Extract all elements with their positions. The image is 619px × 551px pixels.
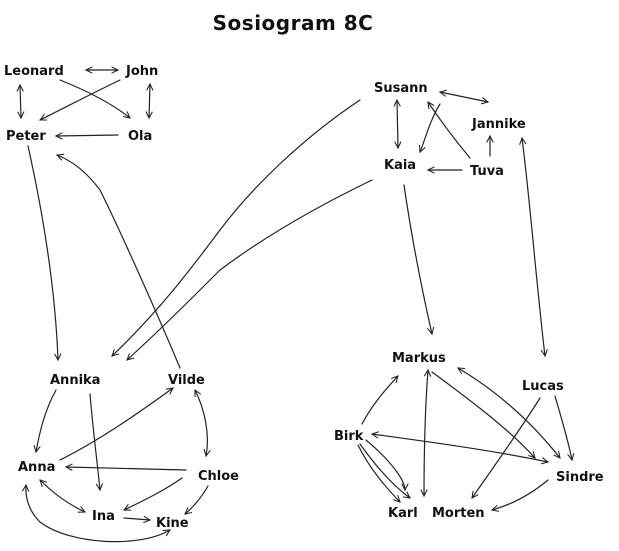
arrow-chloe-ina xyxy=(124,477,183,510)
arrow-susann-kaia-2 xyxy=(420,103,441,152)
node-anna: Anna xyxy=(18,460,55,475)
arrow-lucas-morten xyxy=(472,397,541,498)
arrow-markus-sindre-2 xyxy=(431,371,535,458)
arrow-annika-ina xyxy=(89,393,100,490)
arrow-kaia-annika-2 xyxy=(127,179,373,360)
node-leonard: Leonard xyxy=(4,64,64,79)
node-ola: Ola xyxy=(128,129,152,144)
node-karl: Karl xyxy=(388,506,418,521)
arrow-vilde-chloe xyxy=(194,390,207,456)
student-nodes: Leonard John Peter Ola Susann Jannike Ka… xyxy=(4,64,604,531)
arrow-susann-jannike xyxy=(440,92,488,102)
arrow-anna-ina xyxy=(40,480,85,512)
arrow-anna-vilde xyxy=(59,388,173,461)
arrow-annika-anna xyxy=(36,389,57,452)
node-morten: Morten xyxy=(432,506,485,521)
node-markus: Markus xyxy=(392,351,446,366)
node-peter: Peter xyxy=(6,129,46,144)
arrow-chloe-kine xyxy=(185,485,209,514)
arrow-vilde-peter xyxy=(57,155,181,369)
arrow-peter-annika xyxy=(27,145,58,360)
arrow-chloe-anna xyxy=(66,467,187,470)
node-susann: Susann xyxy=(374,81,428,96)
arrow-leonard-peter xyxy=(20,85,21,118)
node-lucas: Lucas xyxy=(522,379,564,394)
arrow-kaia-markus xyxy=(403,184,432,334)
arrow-markus-sindre xyxy=(458,367,560,458)
node-kaia: Kaia xyxy=(384,158,416,173)
arrow-tuva-susann xyxy=(428,102,471,159)
arrow-birk-sindre xyxy=(372,434,548,462)
node-tuva: Tuva xyxy=(470,164,504,179)
arrow-susann-kaia xyxy=(397,100,398,148)
node-kine: Kine xyxy=(156,516,189,531)
arrow-john-peter xyxy=(40,79,121,121)
arrow-birk-markus xyxy=(361,376,398,425)
arrow-sindre-morten xyxy=(492,479,549,510)
arrow-lucas-sindre xyxy=(554,395,572,460)
diagram-title: Sosiogram 8C xyxy=(213,11,374,35)
node-chloe: Chloe xyxy=(198,469,239,484)
arrow-kine-anna xyxy=(26,485,170,543)
arrow-ina-kine xyxy=(123,518,150,520)
node-birk: Birk xyxy=(334,429,364,444)
arrow-markus-karl xyxy=(424,370,428,496)
arrow-ola-peter xyxy=(56,135,119,136)
relationship-arrows xyxy=(20,70,572,543)
arrow-jannike-lucas xyxy=(522,138,545,356)
arrow-birk-markus-2 xyxy=(357,444,400,502)
node-sindre: Sindre xyxy=(556,470,604,485)
node-jannike: Jannike xyxy=(471,117,526,132)
node-john: John xyxy=(125,64,158,79)
arrow-john-ola xyxy=(149,84,150,118)
node-annika: Annika xyxy=(50,373,100,388)
node-ina: Ina xyxy=(92,509,115,524)
arrow-susann-annika-1 xyxy=(112,99,361,356)
arrow-birk-morten xyxy=(365,439,405,490)
arrow-leonard-ola xyxy=(59,79,130,118)
node-vilde: Vilde xyxy=(168,373,205,388)
arrow-birk-karl xyxy=(359,443,410,498)
